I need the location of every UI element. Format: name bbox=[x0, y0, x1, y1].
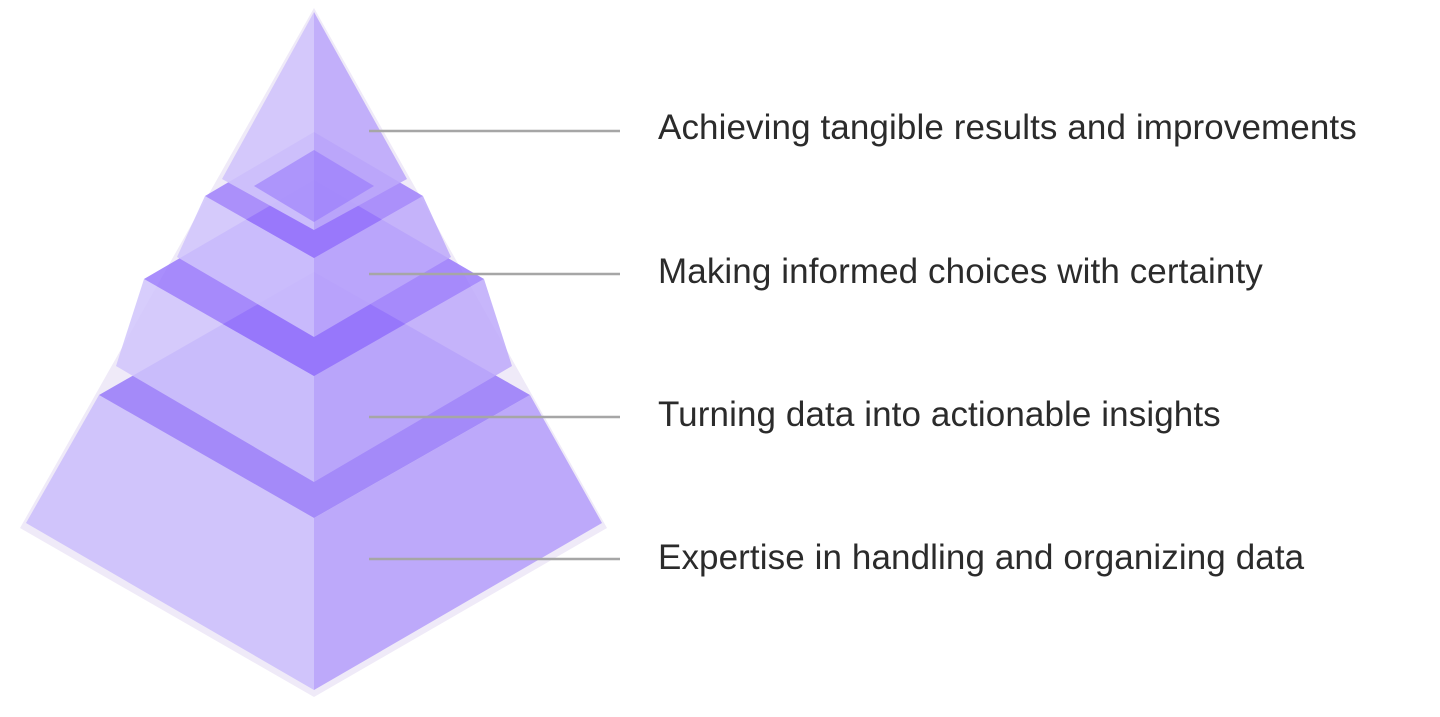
level-label-expertise: Expertise in handling and organizing dat… bbox=[658, 538, 1305, 577]
level-label-results: Achieving tangible results and improveme… bbox=[658, 108, 1357, 147]
tier-second-left-face bbox=[177, 196, 314, 337]
tier-bottom-right-face bbox=[314, 395, 602, 690]
tier-bottom-left-face bbox=[26, 395, 314, 690]
tier-third-left-face bbox=[116, 279, 314, 482]
level-label-choices: Making informed choices with certainty bbox=[658, 252, 1263, 291]
tier-top-inner-glow bbox=[254, 150, 374, 222]
tier-second-right-face bbox=[314, 196, 451, 337]
tier-third-right-face bbox=[314, 279, 512, 482]
tier-top bbox=[222, 12, 407, 230]
leader-lines bbox=[369, 129, 620, 561]
level-label-insights: Turning data into actionable insights bbox=[658, 395, 1221, 434]
